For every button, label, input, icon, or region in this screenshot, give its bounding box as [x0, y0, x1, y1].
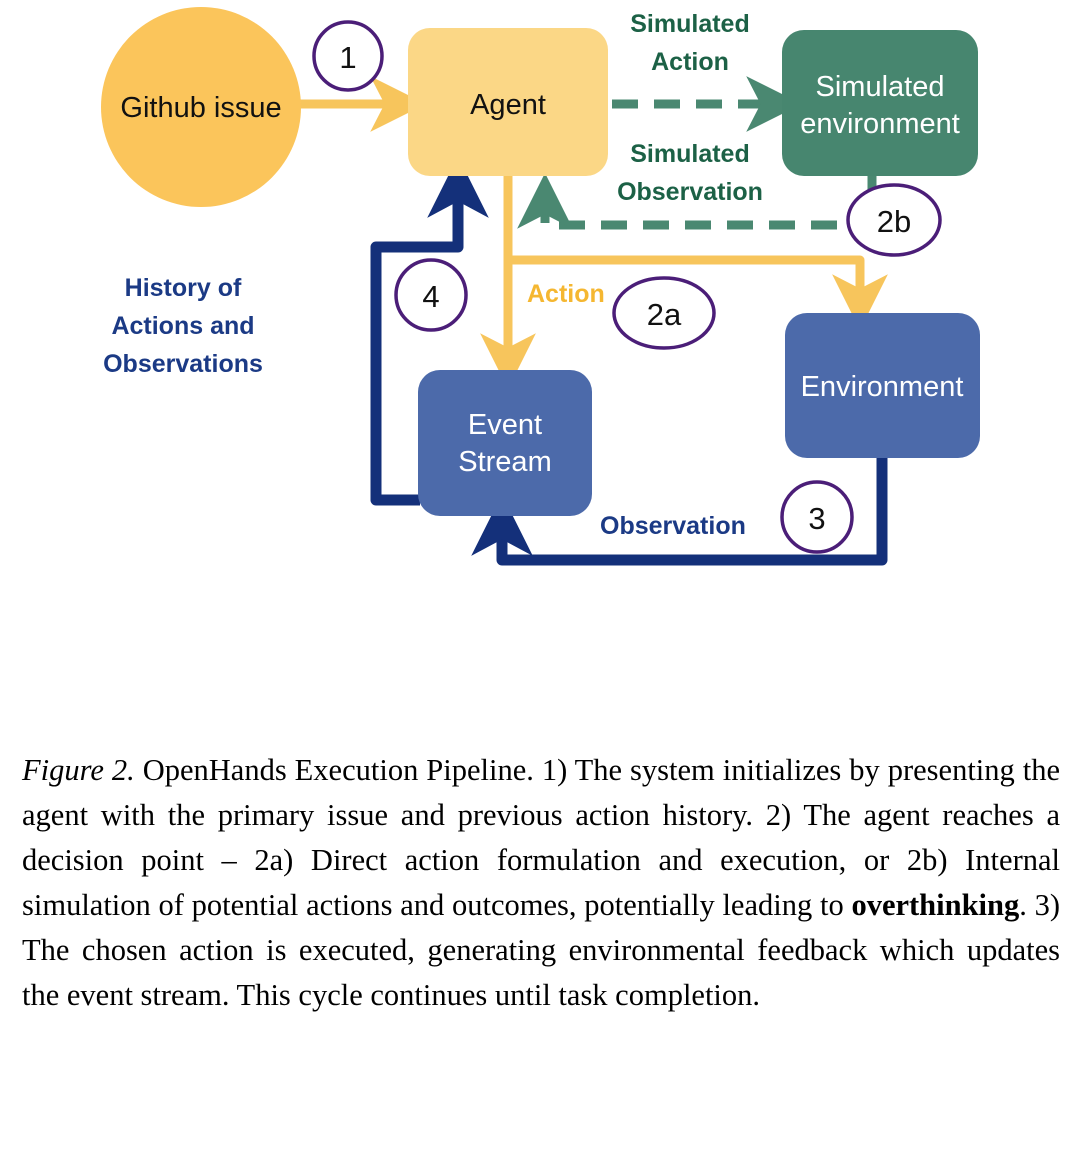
step-marker-2b[interactable]: 2b	[846, 183, 942, 257]
label-observation: Observation	[600, 512, 746, 540]
environment-label: Environment	[801, 371, 964, 403]
event-stream-label-line1: Event	[468, 409, 542, 441]
figure-diagram: Github issue Agent Simulated environment…	[101, 7, 980, 566]
history-line1: History of	[125, 274, 242, 302]
step-3-label: 3	[808, 501, 825, 536]
event-stream-label-line2: Stream	[458, 446, 551, 478]
edge-history	[370, 156, 489, 506]
history-line2: Actions and	[111, 312, 254, 340]
event-stream-shape	[418, 370, 592, 516]
github-issue-shape	[101, 7, 301, 207]
node-github-issue[interactable]: Github issue	[101, 7, 301, 207]
simulated-environment-label-line2: environment	[800, 108, 960, 140]
step-2b-label: 2b	[877, 204, 911, 239]
step-4-label: 4	[422, 279, 439, 314]
node-simulated-environment[interactable]: Simulated environment	[782, 30, 978, 176]
history-line3: Observations	[103, 350, 263, 378]
step-1-circle	[312, 20, 384, 92]
label-simulated-action: Simulated Action	[630, 10, 749, 76]
label-action: Action	[527, 280, 605, 308]
step-marker-3[interactable]: 3	[780, 480, 854, 554]
figure-caption: Figure 2. OpenHands Execution Pipeline. …	[22, 748, 1060, 1018]
simulated-action-line2: Action	[651, 48, 729, 76]
simulated-environment-shape	[782, 30, 978, 176]
node-event-stream[interactable]: Event Stream	[418, 370, 592, 516]
github-issue-label: Github issue	[120, 92, 281, 124]
edge-action	[480, 176, 888, 389]
step-2a-circle	[612, 276, 716, 350]
node-environment[interactable]: Environment	[785, 313, 980, 458]
environment-shape	[785, 313, 980, 458]
step-marker-2a[interactable]: 2a	[612, 276, 716, 350]
label-simulated-observation: Simulated Observation	[617, 140, 763, 206]
simulated-observation-line2: Observation	[617, 178, 763, 206]
agent-label: Agent	[470, 89, 546, 121]
pipeline-svg: Github issue Agent Simulated environment…	[101, 7, 980, 566]
step-2a-label: 2a	[647, 297, 682, 332]
agent-shape	[408, 28, 608, 176]
caption-figure-number: Figure 2.	[22, 753, 135, 787]
step-4-circle	[394, 258, 468, 332]
step-marker-4[interactable]: 4	[394, 258, 468, 332]
caption-text-part-1: OpenHands Execution Pipeline. 1) The sys…	[22, 753, 1060, 922]
label-history: History of Actions and Observations	[103, 274, 263, 378]
node-agent[interactable]: Agent	[408, 28, 608, 176]
edge-observation	[471, 458, 888, 566]
step-2b-circle	[846, 183, 942, 257]
step-3-circle	[780, 480, 854, 554]
caption-text-part-2: . 3) The chosen action is executed, gene…	[22, 888, 1060, 1012]
simulated-environment-label-line1: Simulated	[816, 71, 945, 103]
observation-label: Observation	[600, 512, 746, 540]
step-1-label: 1	[339, 40, 356, 75]
caption-bold-term: overthinking	[851, 888, 1020, 922]
simulated-observation-line1: Simulated	[630, 140, 749, 168]
step-marker-1[interactable]: 1	[312, 20, 384, 92]
action-label: Action	[527, 280, 605, 308]
simulated-action-line1: Simulated	[630, 10, 749, 38]
